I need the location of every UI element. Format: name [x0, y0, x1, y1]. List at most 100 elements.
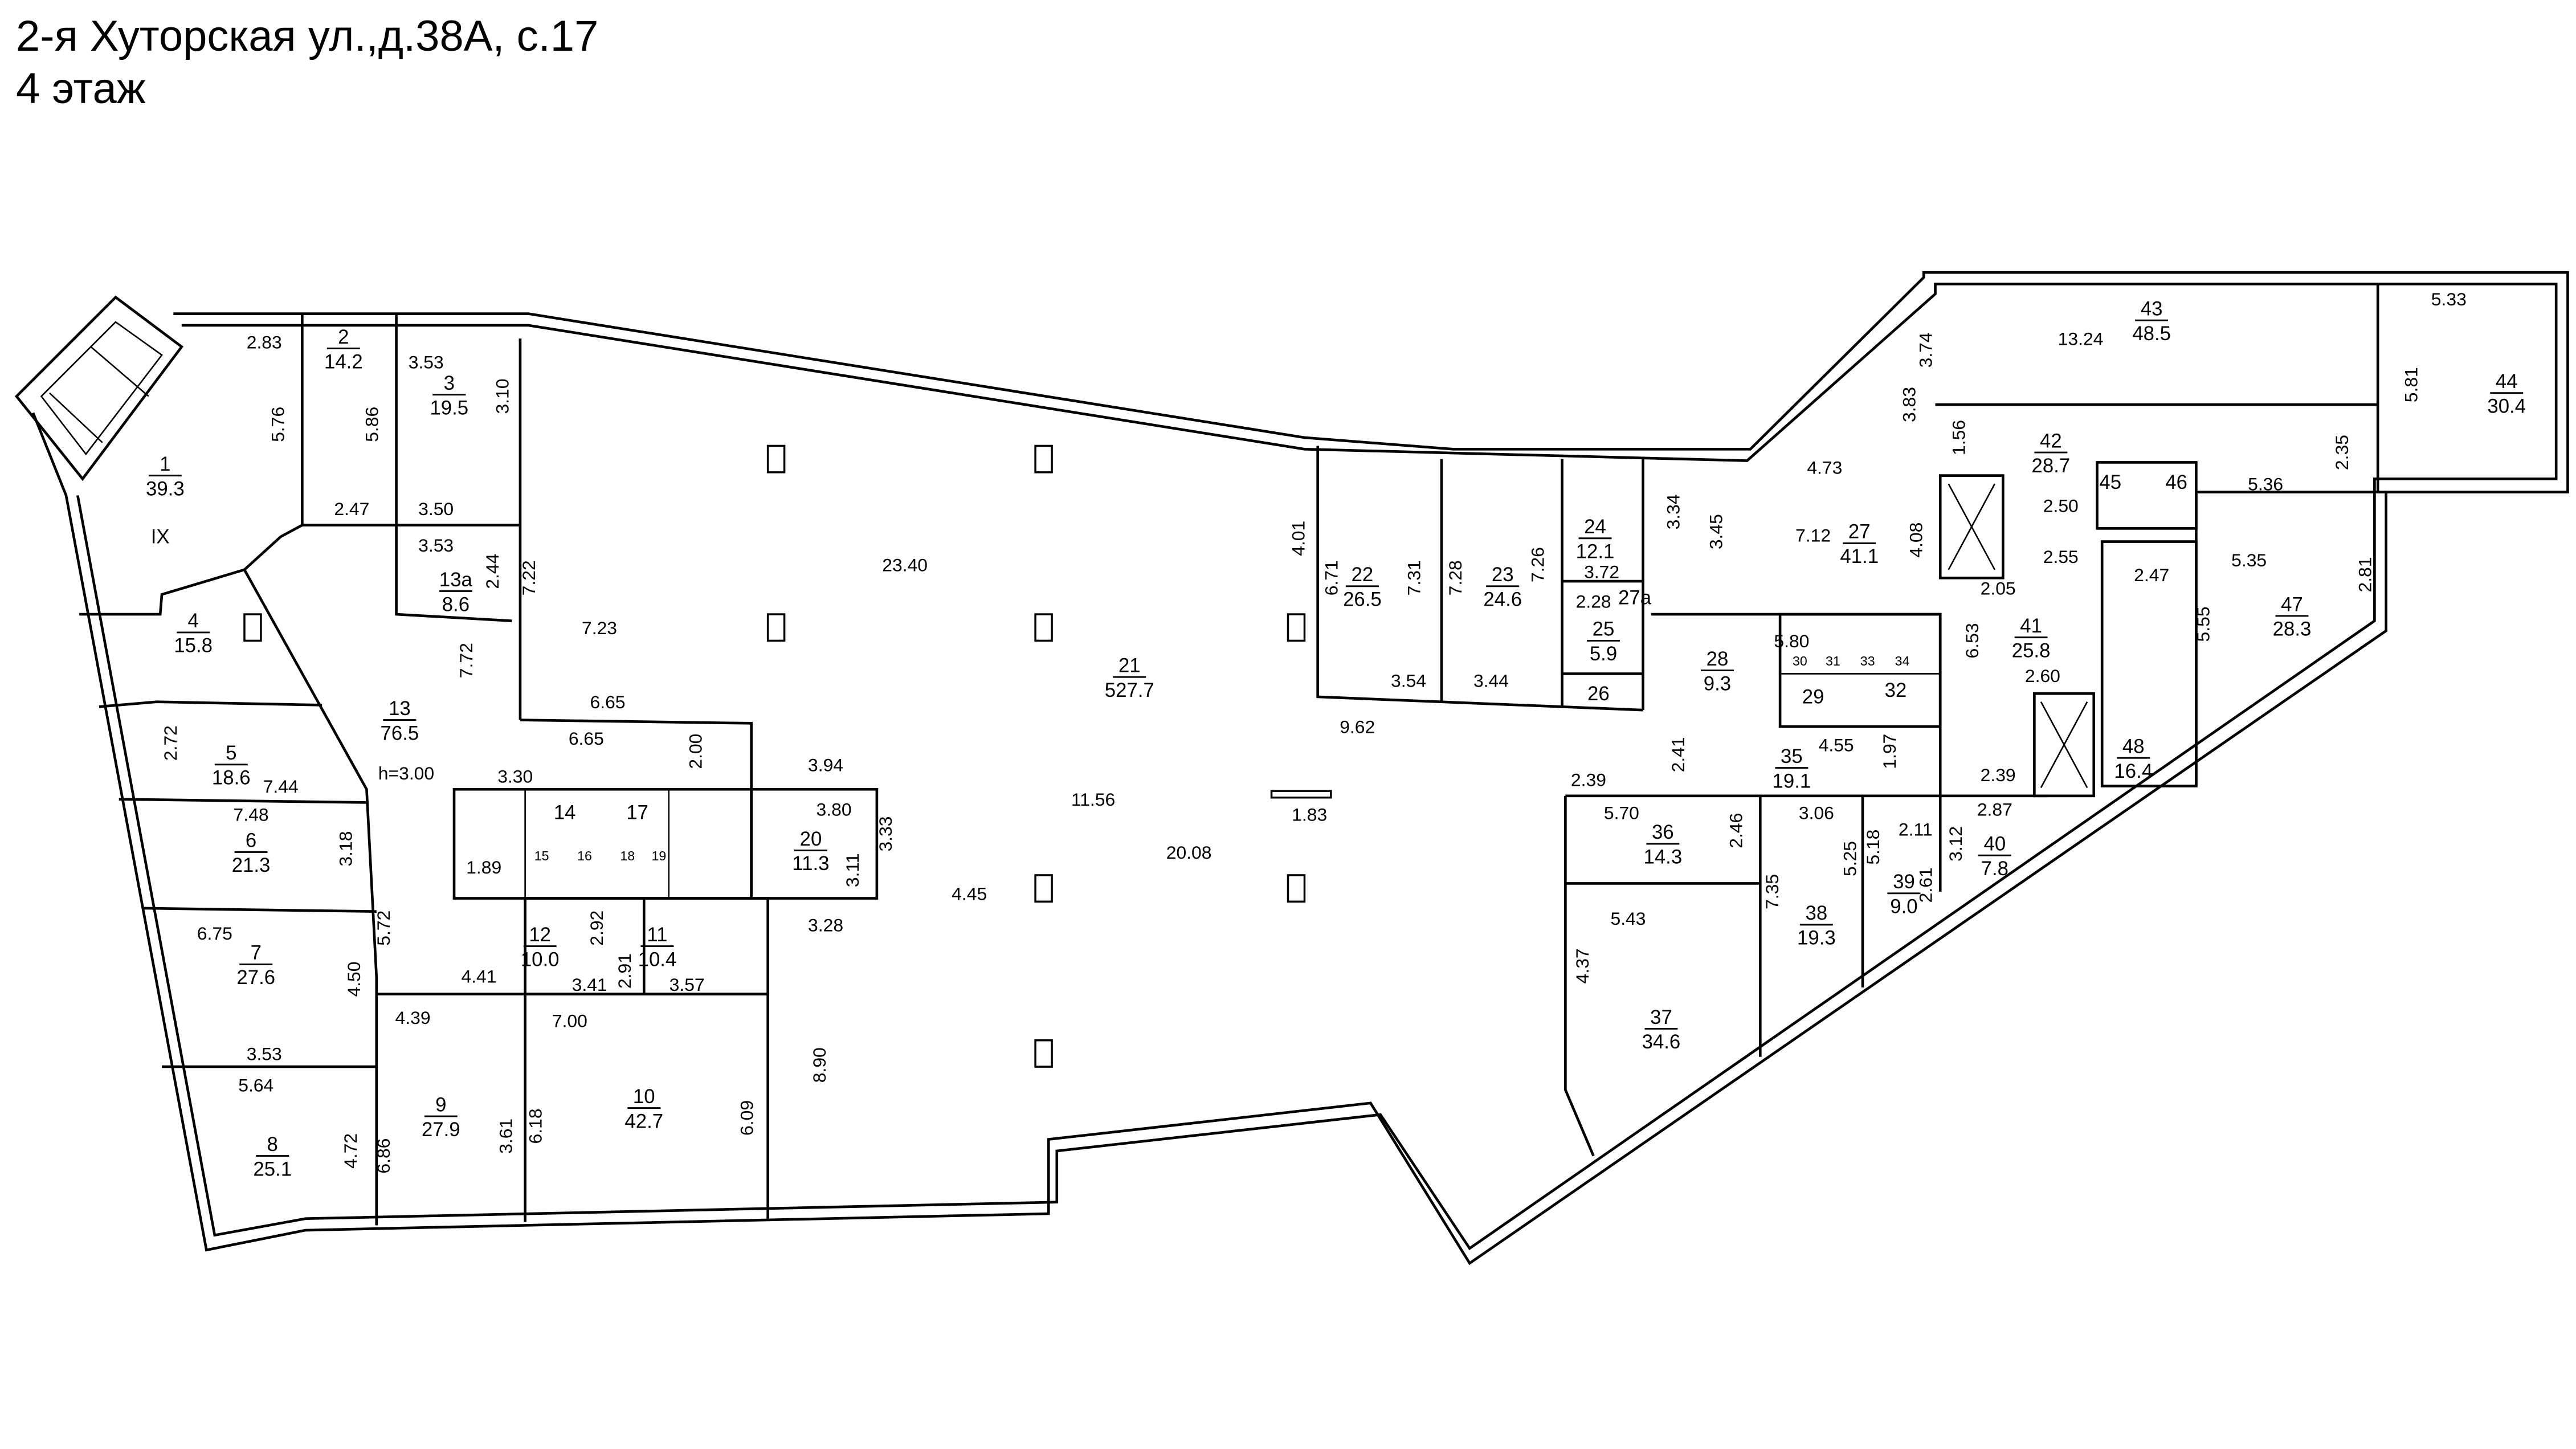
dimension-label: 3.94 [808, 754, 843, 775]
room-area: 8.6 [442, 594, 470, 615]
room-area: 19.3 [1797, 928, 1836, 949]
dimension-label: 4.73 [1807, 458, 1842, 478]
room-number: 3 [444, 373, 455, 394]
room-number: 21 [1118, 655, 1141, 676]
room-number: 16 [577, 848, 592, 863]
dimension-label: 3.34 [1663, 494, 1683, 529]
floor-label: 4 этаж [16, 64, 146, 113]
dimension-label: 5.76 [268, 407, 288, 442]
room-number: 47 [2281, 594, 2303, 615]
room-number: 45 [2099, 472, 2121, 493]
dimension-label: 4.50 [344, 962, 364, 997]
dimension-label: 6.65 [569, 728, 604, 749]
dimension-label: 1.83 [1292, 804, 1327, 824]
room-number: 36 [1652, 822, 1674, 843]
dimension-label: 7.35 [1762, 874, 1782, 909]
room-area: 9.0 [1890, 896, 1917, 918]
room-area: 30.4 [2487, 396, 2526, 418]
dimension-label: 2.11 [1899, 819, 1933, 839]
room-area: 41.1 [1840, 546, 1879, 568]
room-number: 2 [338, 326, 349, 348]
room-area: 25.8 [2012, 640, 2051, 662]
dimension-label: 4.55 [1819, 735, 1854, 756]
dimension-label: 2.35 [2332, 435, 2352, 470]
dimension-label: 1.56 [1949, 420, 1969, 455]
dimension-label: 7.28 [1445, 560, 1465, 595]
room-number: 18 [620, 848, 635, 863]
dimension-label: 7.12 [1795, 525, 1831, 546]
columns [243, 444, 1332, 1068]
dimension-label: 2.72 [160, 725, 181, 761]
ceiling-height-note: h=3.00 [378, 763, 434, 783]
room-number: 17 [626, 802, 648, 823]
dimension-label: 3.57 [669, 974, 705, 995]
room-area: 14.2 [324, 351, 363, 373]
dimension-label: 7.00 [552, 1011, 587, 1031]
room-number: 33 [1860, 654, 1875, 668]
dimension-label: 3.33 [875, 816, 896, 851]
dimension-label: 6.75 [197, 923, 232, 944]
room-number: 7 [251, 942, 262, 964]
dimension-label: 3.12 [1945, 826, 1966, 862]
room-number: 22 [1352, 564, 1374, 586]
room-area: 11.3 [792, 853, 829, 875]
dimension-label: 4.01 [1288, 521, 1308, 556]
room-number: 13а [439, 569, 473, 591]
room-number: 28 [1707, 648, 1729, 670]
room-area: 12.1 [1576, 541, 1615, 563]
dimension-label: 5.86 [362, 407, 382, 442]
dimension-label: 5.43 [1610, 908, 1646, 929]
dimension-label: 4.41 [461, 966, 496, 986]
room-area: 26.5 [1343, 589, 1382, 611]
room-area: 9.3 [1704, 673, 1731, 695]
room-number: 40 [1984, 833, 2006, 855]
dimension-label: 7.22 [519, 560, 539, 595]
dimension-label: 2.91 [614, 953, 635, 989]
dimension-label: 5.35 [2231, 550, 2267, 570]
room-area: 28.3 [2273, 619, 2312, 640]
room-area: 25.1 [253, 1158, 292, 1180]
room-area: 19.1 [1773, 770, 1811, 792]
room-number: 41 [2020, 615, 2042, 637]
dimension-label: 2.87 [1977, 799, 2012, 820]
room-number: 10 [633, 1086, 655, 1108]
dimension-label: 7.23 [582, 618, 617, 638]
room-area: 24.6 [1483, 589, 1522, 611]
room-area: 5.9 [1590, 643, 1617, 665]
dimension-label: 3.18 [335, 831, 356, 867]
room-area: 15.8 [174, 635, 213, 657]
dimension-label: 3.30 [497, 766, 533, 787]
dimension-label: 3.45 [1706, 514, 1726, 549]
room-number: 12 [529, 924, 551, 946]
room-area: 39.3 [146, 478, 185, 500]
room-area: 10.0 [521, 949, 560, 970]
dimension-label: 1.89 [466, 857, 501, 877]
room-number: 27а [1618, 587, 1652, 609]
room-number: 9 [435, 1094, 446, 1116]
room-area: 21.3 [232, 855, 271, 876]
dimension-label: 5.64 [238, 1075, 273, 1096]
room-number: 25 [1593, 619, 1615, 640]
dimension-label: 6.53 [1962, 623, 1982, 658]
dimension-label: 2.55 [2043, 546, 2079, 567]
room-number: 42 [2040, 430, 2062, 452]
dimension-label: 3.11 [842, 853, 863, 887]
dimension-label: 4.39 [395, 1007, 431, 1028]
room-area: 7.8 [1981, 858, 2008, 880]
room-area: 16.4 [2114, 761, 2153, 782]
room-area: 19.5 [430, 397, 468, 419]
room-number: 39 [1893, 871, 1915, 893]
dimension-label: 3.53 [247, 1044, 282, 1064]
dimension-label: 9.62 [1340, 717, 1375, 737]
dimension-label: 4.37 [1572, 948, 1593, 983]
dimension-label: 2.61 [1916, 867, 1936, 903]
room-number: 43 [2141, 299, 2163, 320]
room-number: 46 [2165, 472, 2187, 493]
dimension-label: 2.44 [482, 554, 503, 589]
room-area: 42.7 [624, 1111, 663, 1132]
dimension-label: 6.86 [373, 1138, 394, 1174]
room-number: 8 [267, 1134, 278, 1156]
room-number: 27 [1848, 521, 1871, 543]
dimension-label: 3.53 [418, 535, 454, 556]
